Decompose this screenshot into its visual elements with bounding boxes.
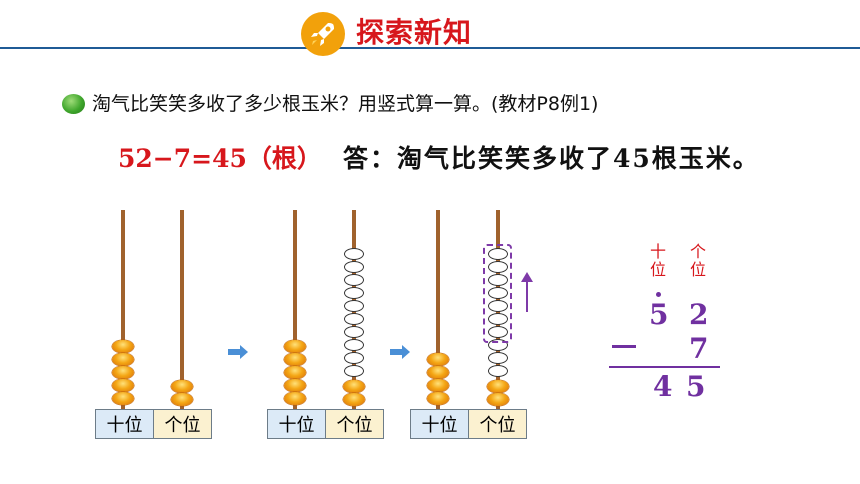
next-step-arrow-icon xyxy=(390,345,410,359)
removed-bead xyxy=(488,261,508,273)
added-bead xyxy=(344,261,364,273)
added-bead xyxy=(344,352,364,364)
removed-bead xyxy=(488,287,508,299)
added-bead xyxy=(488,352,508,364)
next-step-arrow-icon xyxy=(228,345,248,359)
ones-label: 个位 xyxy=(326,410,383,438)
tens-bead xyxy=(112,340,134,353)
result-ones-digit: 5 xyxy=(686,370,706,403)
minus-sign xyxy=(612,345,636,348)
remove-arrow-icon xyxy=(526,280,528,312)
header-divider xyxy=(0,47,860,49)
tens-bead xyxy=(112,379,134,392)
tens-label: 十位 xyxy=(268,410,326,438)
place-value-labels: 十位 个位 xyxy=(95,409,212,439)
added-bead xyxy=(344,339,364,351)
section-title: 探索新知 xyxy=(356,16,473,49)
added-bead xyxy=(344,300,364,312)
added-bead xyxy=(344,287,364,299)
tens-rod xyxy=(293,210,297,409)
tens-bead xyxy=(112,366,134,379)
added-bead xyxy=(344,326,364,338)
tens-bead xyxy=(427,353,449,366)
ones-bead xyxy=(171,393,193,406)
ones-rod xyxy=(180,210,184,409)
tens-bead xyxy=(284,340,306,353)
tens-bead xyxy=(427,366,449,379)
ones-label: 个位 xyxy=(469,410,526,438)
remove-arrow-head-icon xyxy=(521,272,533,282)
tens-bead xyxy=(112,392,134,405)
question-text: 淘气比笑笑多收了多少根玉米？用竖式算一算。(教材P8例1) xyxy=(92,93,599,115)
removed-bead xyxy=(488,313,508,325)
added-bead xyxy=(344,248,364,260)
result-line xyxy=(609,366,720,368)
bullet-icon xyxy=(62,94,85,114)
tens-rod xyxy=(436,210,440,409)
tens-label: 十位 xyxy=(96,410,154,438)
answer-text: 答：淘气比笑笑多收了45根玉米。 xyxy=(343,144,760,173)
ones-bead xyxy=(343,380,365,393)
removed-bead xyxy=(488,300,508,312)
added-bead xyxy=(344,365,364,377)
added-bead xyxy=(344,313,364,325)
ones-bead xyxy=(487,393,509,406)
tens-bead xyxy=(284,392,306,405)
tens-bead xyxy=(284,366,306,379)
rocket-icon xyxy=(301,12,345,56)
equation-text: 52−7=45（根） xyxy=(118,144,322,173)
result-tens-digit: 4 xyxy=(653,370,673,403)
removed-bead xyxy=(488,248,508,260)
added-bead xyxy=(488,365,508,377)
place-value-labels: 十位 个位 xyxy=(410,409,527,439)
tens-label: 十位 xyxy=(411,410,469,438)
ones-header: 个位 xyxy=(689,242,706,279)
ones-bead xyxy=(343,393,365,406)
added-bead xyxy=(344,274,364,286)
subtrahend-ones-digit: 7 xyxy=(689,332,709,365)
ones-label: 个位 xyxy=(154,410,211,438)
top-tens-digit: 5 xyxy=(649,298,669,331)
removed-bead xyxy=(488,326,508,338)
removed-beads-outline xyxy=(483,244,512,343)
tens-bead xyxy=(427,379,449,392)
tens-bead xyxy=(427,392,449,405)
removed-bead xyxy=(488,274,508,286)
tens-bead xyxy=(284,353,306,366)
top-ones-digit: 2 xyxy=(689,298,709,331)
ones-bead xyxy=(487,380,509,393)
place-value-labels: 十位 个位 xyxy=(267,409,384,439)
borrow-dot xyxy=(656,292,661,297)
tens-bead xyxy=(112,353,134,366)
tens-header: 十位 xyxy=(649,242,666,279)
tens-bead xyxy=(284,379,306,392)
tens-rod xyxy=(121,210,125,409)
ones-bead xyxy=(171,380,193,393)
